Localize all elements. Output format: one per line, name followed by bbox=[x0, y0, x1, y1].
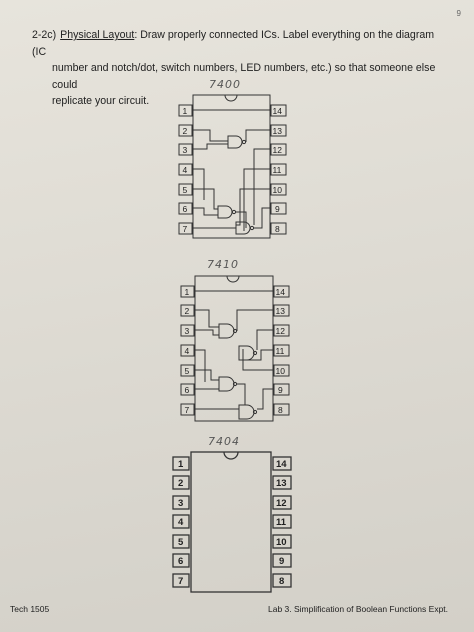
ic-7400-body bbox=[192, 94, 271, 239]
ic-7410-pin-1: 1 bbox=[185, 287, 190, 297]
ic-7404-pin-5: 5 bbox=[178, 537, 184, 548]
ic-7404-pin-1: 1 bbox=[178, 459, 184, 470]
ic-7404-pin-6: 6 bbox=[178, 556, 183, 567]
ic-7400-pin-6: 6 bbox=[183, 204, 188, 214]
ic-7410-pin-10: 10 bbox=[276, 366, 286, 376]
ic-7410-pin-6: 6 bbox=[185, 385, 190, 395]
ic-7410-pin-4: 4 bbox=[185, 346, 190, 356]
ic-7410-pin-14: 14 bbox=[276, 287, 286, 297]
ic-7404-pin-4: 4 bbox=[178, 517, 184, 528]
ic-7404-pin-3: 3 bbox=[178, 498, 183, 509]
ic-7404-pin-2: 2 bbox=[178, 478, 183, 489]
ic-7400-pin-9: 9 bbox=[275, 204, 280, 214]
ic-7404-pin-14: 14 bbox=[276, 459, 287, 470]
ic-7404-pin-9: 9 bbox=[279, 556, 284, 567]
ic-7410-pin-7: 7 bbox=[185, 405, 190, 415]
ic-7410-pin-13: 13 bbox=[276, 306, 286, 316]
ic-7410-pin-8: 8 bbox=[278, 405, 283, 415]
ic-7400-pin-12: 12 bbox=[273, 145, 283, 155]
footer-course: Tech 1505 bbox=[10, 604, 50, 614]
instructions-line1: : Draw properly connected ICs. Label eve… bbox=[32, 29, 435, 58]
ic-7404-pin-8: 8 bbox=[279, 576, 284, 587]
instructions-line3: replicate your circuit. bbox=[52, 95, 150, 107]
question-heading: Physical Layout bbox=[60, 29, 135, 41]
ic-7400-pin-11: 11 bbox=[273, 165, 282, 175]
ic-7400-pin-10: 10 bbox=[273, 185, 283, 195]
footer-lab-title: Lab 3. Simplification of Boolean Functio… bbox=[268, 604, 449, 614]
ic-7404-pin-12: 12 bbox=[276, 498, 287, 509]
ic-7400-pin-14: 14 bbox=[273, 106, 283, 116]
ic-7404-pin-7: 7 bbox=[178, 576, 183, 587]
ic-7410-pin-3: 3 bbox=[185, 326, 190, 336]
ic-7400-notch bbox=[224, 94, 238, 102]
ic-7400-label: 7400 bbox=[209, 78, 241, 91]
ic-7410-pin-5: 5 bbox=[185, 366, 190, 376]
ic-7404-label: 7404 bbox=[208, 435, 240, 448]
ic-7400-pin-13: 13 bbox=[273, 126, 283, 136]
ic-7404-body bbox=[190, 451, 272, 593]
ic-7404-notch bbox=[223, 451, 239, 460]
ic-7410-pin-2: 2 bbox=[185, 306, 190, 316]
ic-7400-pin-4: 4 bbox=[183, 165, 188, 175]
ic-7410-body bbox=[194, 275, 274, 422]
ic-7400-pin-5: 5 bbox=[183, 185, 188, 195]
ic-7410-pin-9: 9 bbox=[278, 385, 283, 395]
ic-7404-pin-11: 11 bbox=[276, 517, 287, 528]
ic-7410-pin-11: 11 bbox=[276, 346, 285, 356]
ic-7404-pin-13: 13 bbox=[276, 478, 287, 489]
ic-7404-pin-10: 10 bbox=[276, 537, 287, 548]
page-number: 9 bbox=[456, 9, 461, 18]
instructions: 2-2c)Physical Layout: Draw properly conn… bbox=[32, 27, 447, 110]
ic-7400-pin-8: 8 bbox=[275, 224, 280, 234]
question-number: 2-2c) bbox=[32, 29, 57, 41]
ic-7400-pin-7: 7 bbox=[183, 224, 188, 234]
instructions-line2: number and notch/dot, switch numbers, LE… bbox=[52, 62, 436, 91]
ic-7400-pin-2: 2 bbox=[183, 126, 188, 136]
ic-7410-label: 7410 bbox=[207, 258, 239, 271]
ic-7410-notch bbox=[226, 275, 240, 283]
ic-7400-pin-1: 1 bbox=[183, 106, 188, 116]
ic-7410-pin-12: 12 bbox=[276, 326, 286, 336]
ic-7400-pin-3: 3 bbox=[183, 145, 188, 155]
